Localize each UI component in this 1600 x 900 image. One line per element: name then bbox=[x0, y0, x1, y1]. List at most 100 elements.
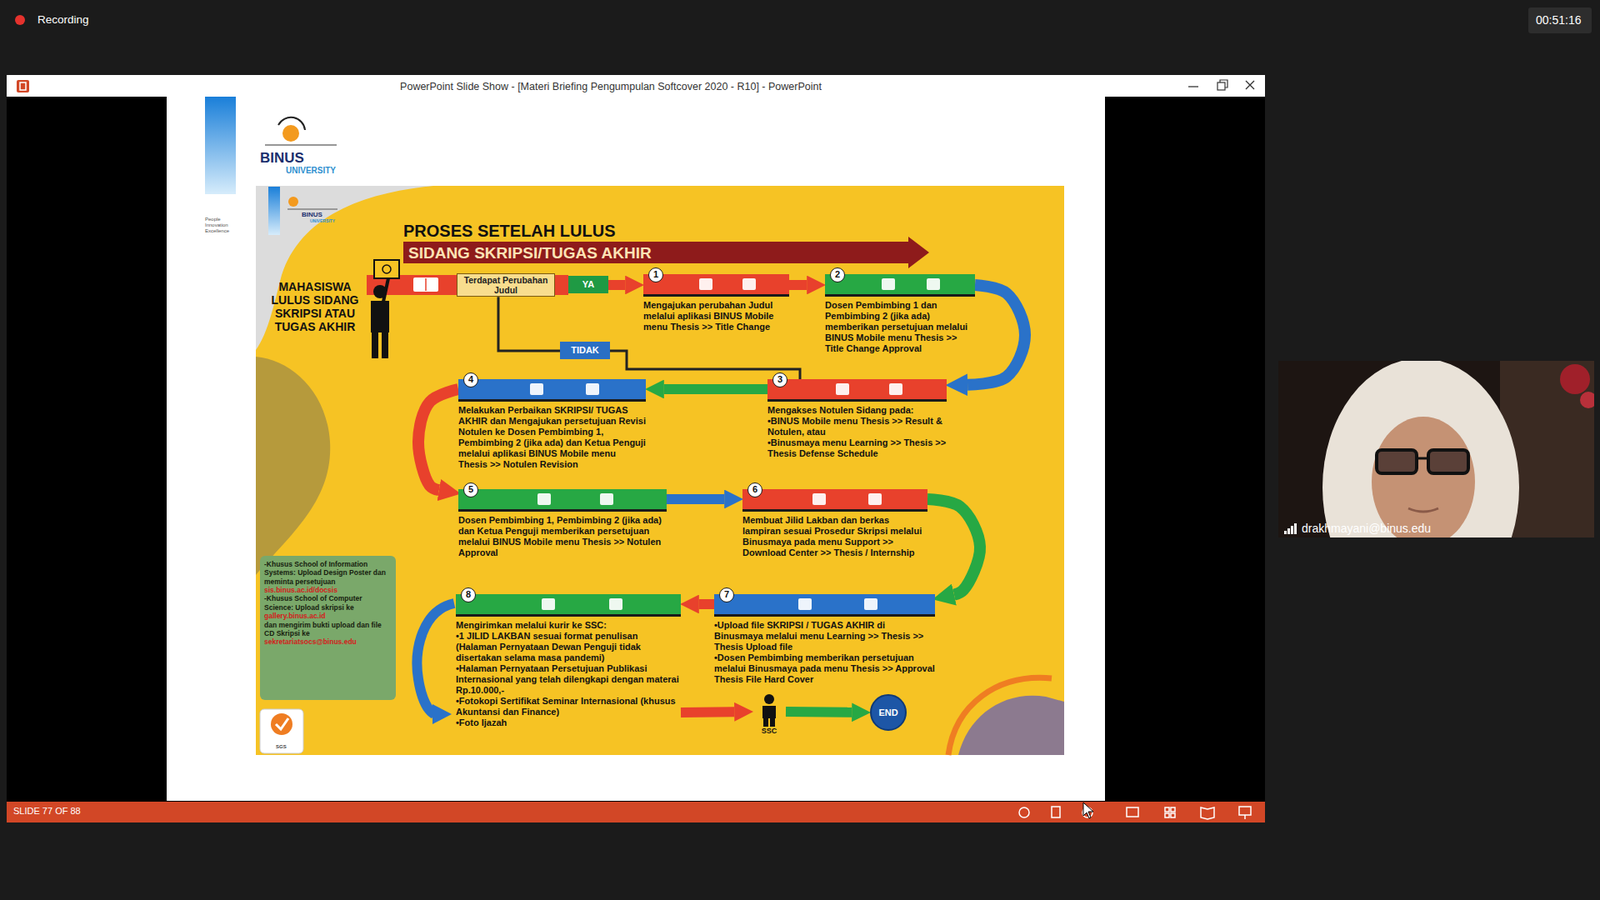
process-step: 8Mengirimkan melalui kurir ke SSC:•1 JIL… bbox=[455, 594, 681, 729]
student-head bbox=[373, 285, 387, 299]
step-icon bbox=[798, 598, 812, 610]
label-text: SGS bbox=[275, 744, 287, 750]
flow-connector bbox=[498, 296, 560, 351]
label-text: UNIVERSITY bbox=[285, 165, 336, 176]
flow-connector bbox=[610, 350, 800, 380]
step-bar bbox=[767, 379, 947, 400]
step-bar bbox=[714, 594, 935, 615]
no-branch-box: TIDAK bbox=[560, 341, 610, 360]
ssc-person-icon bbox=[752, 693, 786, 727]
timer-box bbox=[1528, 7, 1592, 34]
status-icon bbox=[1165, 813, 1170, 818]
callout-number: 2 bbox=[830, 267, 845, 283]
window-title-bar bbox=[6, 75, 1265, 97]
step-bar bbox=[458, 379, 646, 400]
label-text: PowerPoint Slide Show - [Materi Briefing… bbox=[6, 80, 1215, 93]
note-text: gallery.binus.ac.id bbox=[264, 611, 392, 620]
label-text: People Innovation Excellence bbox=[205, 216, 235, 235]
flow-connector bbox=[680, 706, 735, 718]
step-text: •Halaman Pernyataan Persetujuan Publikas… bbox=[455, 663, 681, 696]
flow-curve bbox=[417, 603, 455, 715]
callout-number: 5 bbox=[463, 482, 479, 498]
step-bar bbox=[458, 489, 667, 510]
step-icon bbox=[864, 598, 878, 610]
callout-number: 1 bbox=[648, 267, 664, 283]
step-text: Melakukan Perbaikan SKRIPSI/ TUGAS AKHIR… bbox=[458, 405, 646, 470]
label-text: Recording bbox=[37, 13, 90, 27]
mouse-cursor bbox=[1083, 802, 1094, 819]
process-step: 6Membuat Jilid Lakban dan berkas lampira… bbox=[742, 489, 928, 559]
logo-mark bbox=[278, 117, 305, 130]
grey-swoosh bbox=[255, 185, 434, 350]
end-text: END bbox=[878, 707, 898, 718]
status-icon bbox=[1165, 807, 1170, 812]
person-head bbox=[764, 694, 775, 705]
status-bar bbox=[6, 801, 1265, 823]
step-icon bbox=[868, 493, 882, 505]
flowers bbox=[1560, 364, 1590, 395]
flow-connector bbox=[666, 494, 725, 505]
status-icon bbox=[1051, 806, 1060, 818]
step-icon bbox=[541, 598, 555, 610]
step-bar bbox=[643, 274, 790, 295]
step-text: •Dosen Pembimbing memberikan persetujuan… bbox=[714, 652, 935, 685]
note-text: sis.binus.ac.id/docsis bbox=[264, 585, 392, 595]
logo-line bbox=[265, 144, 337, 145]
status-icon bbox=[1200, 807, 1215, 820]
note-box: -Khusus School of Information Systems: U… bbox=[260, 555, 396, 700]
label-text: drakhmayani@binus.edu bbox=[1301, 521, 1431, 535]
status-icon bbox=[1019, 807, 1030, 818]
close-button bbox=[1245, 80, 1255, 90]
face bbox=[1371, 416, 1475, 538]
minimize-button bbox=[1188, 85, 1199, 87]
flow-connector bbox=[967, 285, 1025, 385]
process-step: 7•Upload file SKRIPSI / TUGAS AKHIR di B… bbox=[714, 594, 935, 685]
inner-logo-line bbox=[287, 209, 338, 210]
flow-connector bbox=[664, 384, 768, 395]
glasses bbox=[1376, 450, 1417, 474]
step-text: Mengakses Notulen Sidang pada: bbox=[767, 405, 947, 416]
slide-accent-bar bbox=[205, 96, 236, 195]
decision-text: Terdapat Perubahan Judul bbox=[460, 275, 552, 295]
signal-icon bbox=[1294, 523, 1297, 535]
title-banner bbox=[403, 236, 930, 269]
step-bar bbox=[455, 594, 681, 615]
label-text: BINUS bbox=[260, 150, 305, 167]
flow-connector bbox=[608, 280, 625, 290]
step-icon bbox=[609, 598, 623, 610]
terminal-text: MAHASISWA LULUS SIDANG SKRIPSI ATAU TUGA… bbox=[263, 280, 367, 334]
sgs-check bbox=[275, 718, 289, 730]
logo-mark bbox=[282, 125, 300, 142]
callout-number: 4 bbox=[463, 372, 479, 388]
student-sign bbox=[374, 260, 400, 279]
flow-connector bbox=[785, 706, 852, 718]
step-text: •Fotokopi Sertifikat Seminar Internasion… bbox=[455, 695, 681, 718]
start-terminal: MAHASISWA LULUS SIDANG SKRIPSI ATAU TUGA… bbox=[263, 280, 367, 334]
process-step: 4Melakukan Perbaikan SKRIPSI/ TUGAS AKHI… bbox=[458, 379, 646, 470]
restore-button bbox=[1217, 82, 1225, 90]
status-icon bbox=[1239, 806, 1251, 815]
callout-number: 3 bbox=[772, 372, 788, 388]
flow-connector bbox=[927, 499, 980, 595]
callout-number: 6 bbox=[747, 482, 763, 498]
step-icon bbox=[537, 493, 551, 505]
step-bar bbox=[742, 489, 928, 510]
end-circle: END bbox=[870, 694, 907, 731]
glasses-bridge bbox=[1416, 457, 1429, 460]
status-icon bbox=[1170, 813, 1175, 818]
person-leg bbox=[770, 718, 775, 727]
olive-blob bbox=[255, 356, 330, 575]
status-icon bbox=[1244, 815, 1246, 820]
label-text: BINUS bbox=[301, 210, 323, 219]
label-text: UNIVERSITY bbox=[310, 219, 335, 225]
step-icon bbox=[585, 383, 600, 395]
step-icon bbox=[600, 493, 614, 505]
note-text: sekretariatsocs@binus.edu bbox=[264, 637, 392, 646]
glasses bbox=[1428, 450, 1469, 474]
decision-box: Terdapat Perubahan Judul bbox=[456, 273, 555, 297]
step-icon bbox=[835, 383, 850, 395]
yellow-panel bbox=[255, 185, 1065, 755]
status-icon bbox=[1126, 807, 1139, 817]
step-text: Dosen Pembimbing 1, Pembimbing 2 (jika a… bbox=[458, 515, 667, 559]
yes-branch-box: YA bbox=[568, 275, 609, 294]
